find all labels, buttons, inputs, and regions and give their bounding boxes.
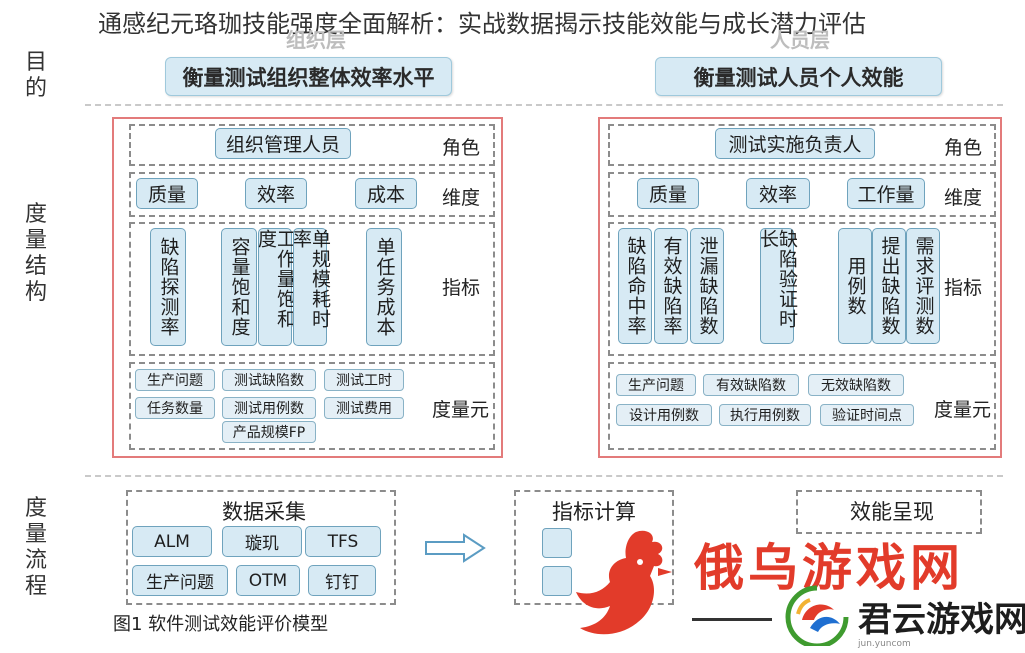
left-indicator-label: 指标 (442, 277, 481, 299)
left-metric-test-cost: 测试费用 (324, 397, 404, 419)
figure-caption: 图1 软件测试效能评价模型 (113, 614, 329, 635)
left-dimension-efficiency: 效率 (245, 178, 307, 209)
flow-collect-box (126, 490, 396, 605)
left-metric-product-scale-fp: 产品规模FP (222, 421, 316, 443)
right-indicator-row (608, 222, 996, 356)
separator-top (85, 104, 1003, 106)
watermark-tiny-url: jun.yuncom (858, 639, 911, 649)
right-dimension-row (608, 172, 996, 217)
left-metric-task-count: 任务数量 (135, 397, 215, 419)
left-purpose-bar: 衡量测试组织整体效率水平 (165, 57, 452, 96)
right-metric-verification-timestamp: 验证时间点 (820, 404, 914, 426)
left-dimension-row (129, 172, 495, 217)
collect-item-dingtalk: 钉钉 (308, 565, 376, 596)
collect-item-tfs: TFS (305, 526, 381, 557)
left-dimension-quality: 质量 (136, 178, 198, 209)
faint-person-layer-label: 人员层 (770, 28, 830, 52)
watermark-main-text: 俄乌游戏网 (694, 538, 964, 597)
side-label-measure-structure: 度量结构 (24, 202, 47, 305)
rooster-logo-icon (576, 530, 672, 635)
right-indicator-label: 指标 (944, 277, 983, 299)
right-metric-executed-cases: 执行用例数 (719, 404, 811, 426)
left-metric-production-issues: 生产问题 (135, 369, 215, 391)
right-metric-row (608, 362, 996, 450)
right-indicator-valid-defect-rate: 有效缺陷率 (654, 228, 688, 344)
left-metric-test-defects: 测试缺陷数 (222, 369, 316, 391)
right-metric-valid-defects: 有效缺陷数 (703, 374, 799, 396)
right-metric-production-issues: 生产问题 (616, 374, 696, 396)
faint-org-layer-label: 组织层 (286, 28, 346, 52)
right-indicator-raised-defects: 提出缺陷数 (872, 228, 906, 344)
right-indicator-leaked-defects: 泄漏缺陷数 (690, 228, 724, 344)
side-label-purpose: 目的 (24, 50, 47, 101)
right-role-chip: 测试实施负责人 (715, 128, 875, 159)
left-role-label: 角色 (442, 137, 481, 159)
calc-item-partial-2 (542, 566, 572, 596)
flow-present-box (796, 490, 982, 534)
right-indicator-requirement-reviews: 需求评测数 (906, 228, 940, 344)
right-dimension-workload: 工作量 (847, 178, 925, 209)
left-indicator-defect-detection-rate: 缺陷探测率 (150, 228, 186, 346)
yun-logo-icon (785, 585, 849, 646)
left-metric-row (129, 362, 495, 450)
separator-bottom (85, 475, 1003, 477)
right-role-row (608, 124, 996, 166)
right-indicator-case-count: 用例数 (838, 228, 872, 344)
left-structure-frame (112, 117, 503, 458)
collect-item-production-issues: 生产问题 (132, 565, 228, 596)
watermark-sub-text: 君云游戏网 (858, 600, 1025, 640)
right-role-label: 角色 (944, 137, 983, 159)
right-dimension-quality: 质量 (637, 178, 699, 209)
flow-present-title: 效能呈现 (850, 500, 934, 524)
left-indicator-unit-scale-time-rate: 单规模耗时率 (290, 228, 331, 346)
left-dimension-label: 维度 (442, 187, 481, 209)
collect-item-xuanji: 璇玑 (222, 526, 302, 557)
left-dimension-cost: 成本 (355, 178, 417, 209)
left-role-chip: 组织管理人员 (215, 128, 351, 159)
right-purpose-bar: 衡量测试人员个人效能 (655, 57, 942, 96)
flow-calc-title: 指标计算 (552, 500, 636, 524)
left-indicator-workload-saturation: 工作量饱和度 (255, 228, 296, 346)
left-metric-test-hours: 测试工时 (324, 369, 404, 391)
right-structure-frame (598, 117, 1002, 458)
collect-item-alm: ALM (132, 526, 212, 557)
flow-collect-title: 数据采集 (222, 500, 306, 524)
left-indicator-capacity-saturation: 容量饱和度 (221, 228, 257, 346)
watermark-dash-line (692, 618, 772, 621)
collect-item-otm: OTM (236, 565, 300, 596)
right-metric-invalid-defects: 无效缺陷数 (808, 374, 904, 396)
flow-right-arrow-icon (425, 533, 486, 563)
side-label-measure-process: 度量流程 (24, 496, 47, 599)
right-metric-label: 度量元 (934, 399, 992, 421)
calc-item-partial (542, 528, 572, 558)
right-indicator-defect-hit-rate: 缺陷命中率 (618, 228, 652, 344)
page-title: 通感纪元珞珈技能强度全面解析：实战数据揭示技能效能与成长潜力评估 (98, 10, 866, 38)
left-indicator-unit-task-cost: 单任务成本 (366, 228, 402, 346)
left-metric-label: 度量元 (432, 399, 490, 421)
left-role-row (129, 124, 495, 166)
right-dimension-label: 维度 (944, 187, 983, 209)
left-metric-test-cases: 测试用例数 (222, 397, 316, 419)
right-dimension-efficiency: 效率 (746, 178, 810, 209)
right-metric-designed-cases: 设计用例数 (616, 404, 712, 426)
left-indicator-row (129, 222, 495, 356)
right-indicator-defect-verification-time: 缺陷验证时长 (757, 228, 798, 344)
